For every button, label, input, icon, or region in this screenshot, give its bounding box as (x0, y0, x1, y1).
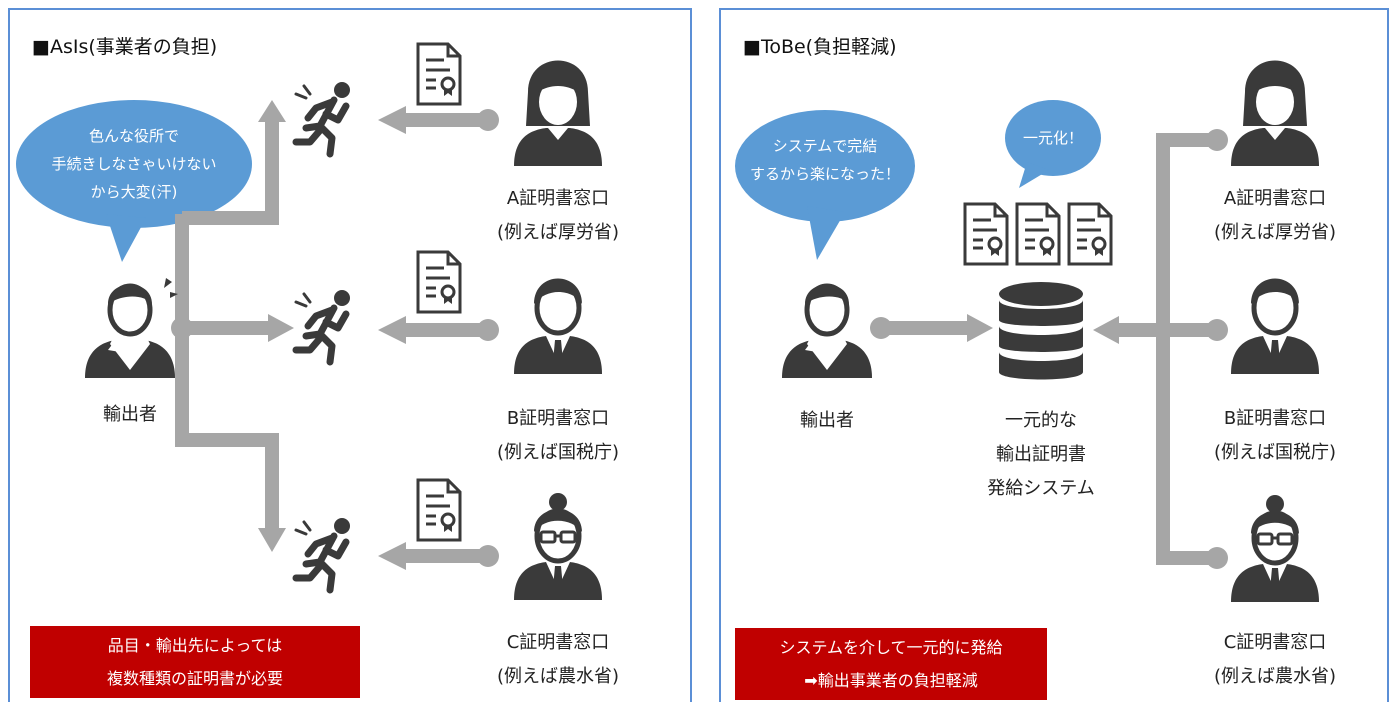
officer-a-icon (1231, 60, 1319, 166)
tobe-arrowheads (870, 129, 1228, 569)
tobe-bubble-text: システムで完結するから楽になった！ (749, 137, 900, 183)
asis-panel: ■AsIs(事業者の負担) (8, 8, 692, 702)
office-b-label: B証明書窓口(例えば国税庁) (1213, 408, 1337, 463)
officer-c-icon (514, 493, 602, 600)
asis-diagram (16, 42, 694, 704)
office-c-label: C証明書窓口(例えば農水省) (1213, 632, 1337, 687)
tobe-exporter-label: 輸出者 (800, 410, 854, 431)
tobe-panel: ■ToBe(負担軽減) (719, 8, 1389, 702)
office-b-label: B証明書窓口(例えば国税庁) (496, 408, 620, 463)
system-label: 一元的な輸出証明書発給システム (987, 410, 1095, 499)
certificate-icon (416, 42, 462, 106)
runner-icon (296, 290, 350, 362)
officer-b-icon (1231, 279, 1319, 375)
tobe-diagram (735, 60, 1391, 704)
asis-exporter-label: 輸出者 (103, 404, 157, 425)
certificate-icon (416, 250, 462, 314)
office-c-label: C証明書窓口(例えば農水省) (496, 632, 620, 687)
asis-note-box: 品目・輸出先によっては複数種類の証明書が必要 (30, 626, 360, 698)
certificate-icon (1067, 202, 1113, 266)
tobe-title: ■ToBe(負担軽減) (743, 36, 897, 58)
officer-a-icon (514, 60, 602, 166)
runner-icon (296, 82, 350, 154)
asis-arrowheads (171, 100, 499, 570)
office-a-label: A証明書窓口(例えば厚労省) (1213, 188, 1337, 243)
tobe-speech-bubble-small (1005, 100, 1101, 188)
database-icon (999, 282, 1083, 380)
asis-speech-bubble (16, 100, 252, 262)
tobe-arrows (881, 133, 1217, 565)
officer-b-icon (514, 279, 602, 375)
asis-exporter-icon (85, 285, 175, 379)
certificate-icon (416, 478, 462, 542)
tobe-speech-bubble (735, 110, 915, 260)
asis-bubble-text: 色んな役所で 手続きしなさゃいけない から大変(汗) (51, 127, 217, 201)
tobe-exporter-icon (782, 285, 872, 379)
certificate-icon (963, 202, 1009, 266)
office-a-label: A証明書窓口(例えば厚労省) (496, 188, 620, 243)
certificate-icon (1015, 202, 1061, 266)
runner-icon (296, 518, 350, 590)
tobe-note-box: システムを介して一元的に発給➡輸出事業者の負担軽減 (735, 628, 1047, 700)
asis-title: ■AsIs(事業者の負担) (32, 36, 218, 58)
sweat-icon (164, 278, 178, 298)
officer-c-icon (1231, 495, 1319, 602)
tobe-bubble-small-text: 一元化！ (1022, 129, 1083, 147)
